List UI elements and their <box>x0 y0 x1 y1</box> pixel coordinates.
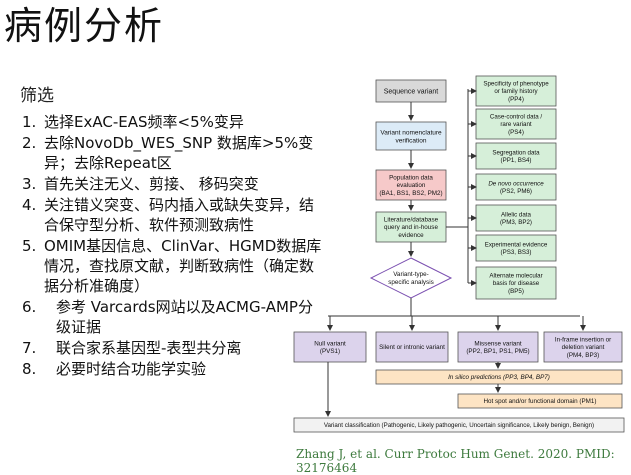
variant-type-box-2: Missense variant(PP2, BP1, PS1, PM5) <box>457 331 539 363</box>
population-data-box-label: Population data <box>389 174 433 181</box>
step-number: 5. <box>22 237 37 255</box>
classification-box: Variant classification (Pathogenic, Like… <box>293 417 625 433</box>
step-text: 选择ExAC-EAS频率<5%变异 <box>44 113 244 131</box>
evidence-box-0-label: (PP4) <box>508 96 524 103</box>
evidence-box-6-label: (BP5) <box>508 288 524 295</box>
list-item: 8. 必要时结合功能学实验 <box>22 359 322 379</box>
steps-list: 1. 选择ExAC-EAS频率<5%变异 2. 去除NovoDb_WES_SNP… <box>22 112 322 380</box>
sequence-variant-box-label: Sequence variant <box>384 88 439 95</box>
evidence-box-3-label: (PS2, PM6) <box>500 188 532 195</box>
sequence-variant-box: Sequence variant <box>375 79 447 103</box>
variant-type-box-0: Null variant(PVS1) <box>293 331 367 363</box>
evidence-box-4: Allelic data(PM3, BP2) <box>475 204 557 232</box>
step-text: 关注错义突变、码内插入或缺失变异，结合保守型分析、软件预测致病性 <box>44 196 315 234</box>
variant-type-box-1: Silent or intronic variant <box>375 331 449 363</box>
list-item: 6. 参考 Varcards网站以及ACMG-AMP分级证据 <box>22 297 322 337</box>
literature-box-label: evidence <box>398 232 424 239</box>
list-item: 3. 首先关注无义、剪接、 移码突变 <box>22 174 322 194</box>
classification-box-label: Variant classification (Pathogenic, Like… <box>324 422 594 429</box>
step-text: 必要时结合功能学实验 <box>56 360 207 378</box>
variant-type-diamond: Variant-type-specific analysis <box>369 257 453 299</box>
step-number: 8. <box>22 360 37 378</box>
population-data-box-label: evaluation <box>397 182 426 189</box>
in-silico-bar: In silico predictions (PP3, BP4, BP7) <box>375 369 623 385</box>
citation: Zhang J, et al. Curr Protoc Hum Genet. 2… <box>296 447 615 475</box>
step-number: 1. <box>22 113 37 131</box>
hotspot-bar-label: Hot spot and/or functional domain (PM1) <box>483 398 596 405</box>
evidence-box-6-label: Alternate molecular <box>489 272 542 279</box>
evidence-box-1-label: (PS4) <box>508 129 524 136</box>
nomenclature-box-label: verification <box>395 137 426 144</box>
evidence-box-2-label: (PP1, BS4) <box>501 157 532 164</box>
variant-type-box-2-label: Missense variant <box>474 340 521 347</box>
evidence-box-4-label: Allelic data <box>501 211 531 218</box>
step-text: 参考 Varcards网站以及ACMG-AMP分级证据 <box>56 298 313 336</box>
evidence-box-1: Case-control data /rare variant(PS4) <box>475 108 557 140</box>
evidence-box-4-label: (PM3, BP2) <box>500 219 532 226</box>
evidence-box-1-label: Case-control data / <box>490 113 543 120</box>
list-item: 4. 关注错义突变、码内插入或缺失变异，结合保守型分析、软件预测致病性 <box>22 195 322 235</box>
variant-type-box-0-label: Null variant <box>314 340 346 347</box>
step-text: 联合家系基因型-表型共分离 <box>56 339 242 357</box>
variant-type-box-3-label: (PM4, BP3) <box>567 352 600 359</box>
in-silico-bar-label: In silico predictions (PP3, BP4, BP7) <box>448 374 550 381</box>
step-number: 3. <box>22 175 37 193</box>
population-data-box-label: (BA1, BS1, BS2, PM2) <box>379 190 442 197</box>
variant-type-box-3-label: deletion variant <box>562 344 605 351</box>
evidence-box-2-label: Segregation data <box>492 149 540 156</box>
step-number: 4. <box>22 196 37 214</box>
diamond-label: Variant-type- <box>393 271 429 278</box>
hotspot-bar: Hot spot and/or functional domain (PM1) <box>457 393 623 409</box>
literature-box-label: Literature/database <box>384 216 439 223</box>
evidence-box-5-label: (PS3, BS3) <box>501 249 532 256</box>
list-item: 7. 联合家系基因型-表型共分离 <box>22 338 322 358</box>
evidence-box-5: Experimental evidence(PS3, BS3) <box>475 234 557 262</box>
step-text: 首先关注无义、剪接、 移码突变 <box>44 175 259 193</box>
variant-type-box-1-label: Silent or intronic variant <box>379 344 445 351</box>
list-item: 5. OMIM基因信息、ClinVar、HGMD数据库情况，查找原文献，判断致病… <box>22 236 322 296</box>
literature-box-label: query and in-house <box>384 224 438 231</box>
page-title: 病例分析 <box>4 4 165 48</box>
evidence-box-0-label: or family history <box>494 88 538 95</box>
evidence-box-2: Segregation data(PP1, BS4) <box>475 142 557 170</box>
variant-type-box-3-label: In-frame insertion or <box>555 336 611 343</box>
step-number: 7. <box>22 339 37 357</box>
diamond-label: specific analysis <box>388 279 434 286</box>
evidence-box-3-label: De novo occurrence <box>488 180 544 187</box>
step-number: 2. <box>22 134 37 152</box>
list-item: 2. 去除NovoDb_WES_SNP 数据库>5%变异；去除Repeat区 <box>22 133 322 173</box>
step-number: 6. <box>22 298 37 316</box>
evidence-box-3: De novo occurrence(PS2, PM6) <box>475 173 557 201</box>
evidence-box-1-label: rare variant <box>500 121 532 128</box>
step-text: 去除NovoDb_WES_SNP 数据库>5%变异；去除Repeat区 <box>44 134 314 172</box>
evidence-box-5-label: Experimental evidence <box>485 241 548 248</box>
list-item: 1. 选择ExAC-EAS频率<5%变异 <box>22 112 322 132</box>
evidence-box-0-label: Specificity of phenotype <box>483 80 549 87</box>
evidence-box-6-label: basis for disease <box>493 280 540 287</box>
step-text: OMIM基因信息、ClinVar、HGMD数据库情况，查找原文献，判断致病性（确… <box>44 237 322 295</box>
nomenclature-box-label: Variant nomenclature <box>380 129 442 136</box>
variant-type-box-0-label: (PVS1) <box>320 348 340 355</box>
section-subtitle: 筛选 <box>20 86 54 106</box>
variant-type-box-2-label: (PP2, BP1, PS1, PM5) <box>466 348 529 355</box>
